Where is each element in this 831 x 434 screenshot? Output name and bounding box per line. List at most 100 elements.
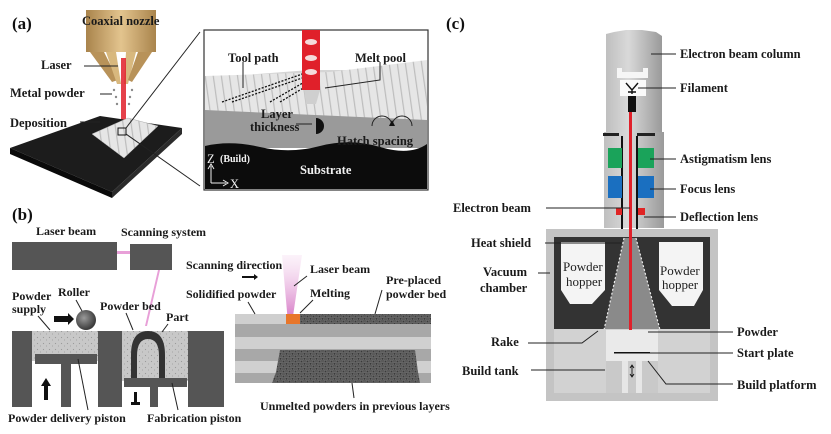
label-part: Part (166, 310, 189, 324)
label-rake: Rake (491, 335, 519, 349)
leader-laser-beam-2 (293, 275, 308, 287)
label-powder-delivery-piston: Powder delivery piston (8, 411, 126, 425)
wall-right (188, 331, 224, 407)
leader-part (161, 323, 169, 333)
label-axis-z: Z (207, 152, 215, 166)
scanning-system-icon (130, 244, 172, 270)
astigmatism-lens-left (608, 148, 622, 168)
leader-solidified-powder (247, 301, 256, 315)
panel-b: (b) Laser beam Scanning system Powder su… (8, 205, 450, 425)
label-build-tank: Build tank (462, 364, 519, 378)
wall-middle (98, 331, 122, 407)
label-substrate: Substrate (300, 163, 352, 177)
zoom-callout-line-top (125, 31, 201, 129)
leader-powder-bed (125, 312, 134, 331)
deflection-lens-left (616, 208, 622, 215)
leader-roller (75, 299, 83, 312)
label-melt-pool: Melt pool (355, 51, 407, 65)
electron-beam-column-icon (603, 30, 664, 240)
label-metal-powder: Metal powder (10, 86, 85, 100)
powder-hopper-left-icon (561, 242, 605, 304)
powder-delivery-piston-rod (61, 364, 71, 407)
label-deposition: Deposition (10, 116, 67, 130)
label-powder-supply-2: supply (12, 302, 46, 316)
powder-delivery-piston-plate (35, 354, 97, 364)
melting-zone-icon (286, 314, 300, 324)
label-preplaced-2: powder bed (386, 287, 446, 301)
label-astigmatism-lens: Astigmatism lens (680, 152, 771, 166)
focus-lens-left (608, 176, 622, 198)
powder-zone (606, 330, 658, 361)
label-melting: Melting (310, 286, 350, 300)
label-electron-beam-column: Electron beam column (680, 47, 801, 61)
substrate-plate-icon (10, 116, 182, 198)
zoom-callout-line-bottom (125, 133, 201, 187)
panel-c: (c) (446, 14, 817, 401)
deflection-lens-right (638, 208, 645, 215)
label-vacuum-2: chamber (480, 281, 528, 295)
label-thickness: thickness (250, 120, 299, 134)
label-powder-supply-1: Powder (12, 289, 52, 303)
panel-a-tag: (a) (12, 14, 32, 33)
label-laser: Laser (41, 58, 72, 72)
label-hopper-left-1: Powder (563, 259, 603, 274)
vertical-motion-arrow-icon (629, 364, 635, 378)
label-laser-beam: Laser beam (36, 224, 96, 238)
label-hopper-right-1: Powder (660, 263, 700, 278)
label-fabrication-piston: Fabrication piston (147, 411, 242, 425)
label-axis-x: X (230, 177, 239, 191)
leader-powder-delivery-piston (77, 358, 89, 411)
powder-hopper-right-icon (659, 242, 703, 306)
label-electron-beam: Electron beam (453, 201, 531, 215)
start-plate-icon (614, 352, 650, 354)
filament-icon (625, 82, 639, 94)
roller-icon (76, 310, 96, 330)
leader-melting (299, 299, 314, 314)
label-layer: Layer (261, 107, 293, 121)
coaxial-nozzle-icon (86, 10, 156, 84)
leader-fabrication-piston (171, 382, 179, 411)
melt-pool-inset (203, 29, 429, 191)
laser-cone-icon (282, 255, 302, 323)
electron-beam-line (629, 112, 632, 330)
unmelted-powders-icon (272, 350, 420, 383)
label-roller: Roller (58, 285, 91, 299)
astigmatism-lens-right (638, 148, 654, 168)
leader-unmelted (351, 382, 355, 399)
label-start-plate: Start plate (737, 346, 794, 360)
label-powder: Powder (737, 325, 778, 339)
leader-preplaced (374, 289, 383, 315)
panel-c-tag: (c) (446, 14, 465, 33)
wall-left (12, 331, 32, 407)
laser-source-icon (12, 242, 117, 270)
fabrication-piston-rod (150, 387, 158, 407)
leader-powder-supply (37, 315, 51, 331)
leader-melt-pool (324, 62, 381, 89)
label-powder-bed: Powder bed (100, 299, 161, 313)
right-arrow-icon (54, 313, 74, 325)
leader-build-platform (647, 360, 733, 385)
laser-beam-horizontal (117, 251, 130, 254)
laser-column-icon (302, 30, 320, 104)
panel-a: (a) Coaxial nozz (10, 10, 429, 198)
label-solidified-powder: Solidified powder (186, 287, 277, 301)
label-tool-path: Tool path (228, 51, 279, 65)
label-axis-build: (Build) (220, 154, 250, 165)
label-vacuum-1: Vacuum (483, 265, 528, 279)
part-arch-icon (131, 331, 165, 378)
label-heat-shield: Heat shield (471, 236, 531, 250)
label-unmelted: Unmelted powders in previous layers (260, 399, 450, 413)
scanning-direction-arrow-icon (242, 274, 258, 280)
label-hopper-left-2: hopper (566, 274, 603, 289)
laser-beam-diagonal (145, 270, 160, 326)
focus-lens-right (638, 176, 654, 198)
label-coaxial-nozzle: Coaxial nozzle (82, 14, 160, 28)
label-hopper-right-2: hopper (662, 277, 699, 292)
laser-beam-icon (112, 58, 134, 120)
label-preplaced-1: Pre-placed (386, 273, 441, 287)
panel-b-tag: (b) (12, 205, 33, 224)
label-build-platform: Build platform (737, 378, 817, 392)
down-stop-icon (131, 392, 140, 405)
label-deflection-lens: Deflection lens (680, 210, 758, 224)
